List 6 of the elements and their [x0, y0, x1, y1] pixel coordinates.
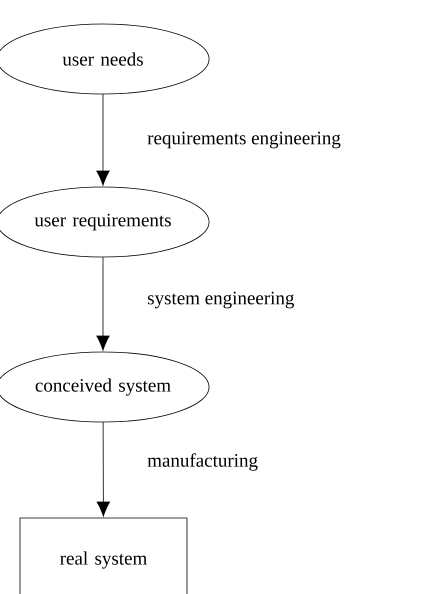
arrow — [96, 257, 110, 351]
edge-label: requirements engineering — [148, 132, 340, 148]
edge-label: manufacturing — [148, 453, 258, 471]
arrow — [96, 422, 110, 517]
arrow — [96, 94, 110, 186]
edge-label: system engineering — [148, 292, 294, 308]
